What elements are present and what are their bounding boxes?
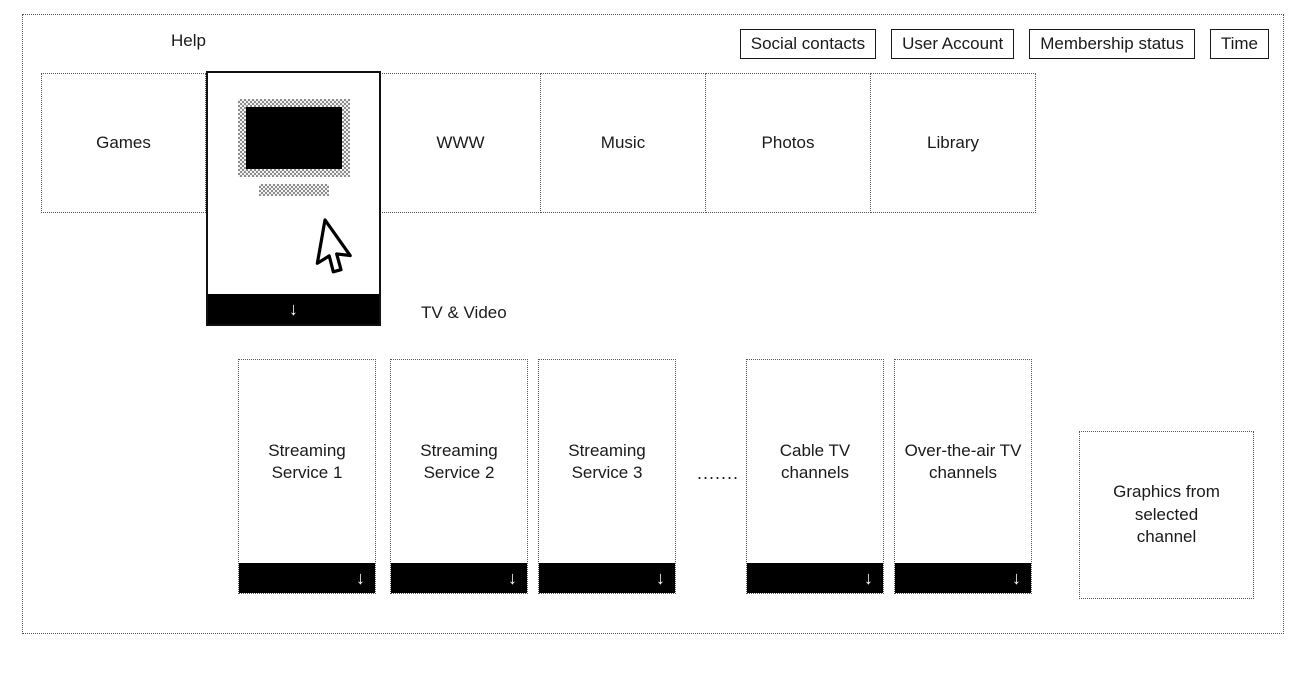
down-arrow-icon: ↓ <box>864 567 873 588</box>
expand-bar[interactable]: ↓ <box>391 563 527 593</box>
channels-ellipsis: ....... <box>696 463 739 483</box>
help-label[interactable]: Help <box>171 31 206 50</box>
expand-bar[interactable]: ↓ <box>895 563 1031 593</box>
status-bar: Social contacts User Account Membership … <box>739 29 1269 59</box>
channel-label: Cable TV channels <box>779 441 851 482</box>
channel-item-cable-tv[interactable]: Cable TV channels ↓ <box>746 359 884 594</box>
channel-item-streaming-service-2[interactable]: Streaming Service 2 ↓ <box>390 359 528 594</box>
expand-bar[interactable]: ↓ <box>539 563 675 593</box>
down-arrow-icon: ↓ <box>656 567 665 588</box>
membership-status-button[interactable]: Membership status <box>1029 29 1195 59</box>
channel-label: Streaming Service 3 <box>568 441 646 482</box>
wireframe-canvas: Help Social contacts User Account Member… <box>22 14 1284 634</box>
channel-item-over-the-air-tv[interactable]: Over-the-air TV channels ↓ <box>894 359 1032 594</box>
channel-label: Over-the-air TV channels <box>904 441 1022 482</box>
menu-item-label: Library <box>927 133 979 152</box>
menu-item-library[interactable]: Library <box>870 73 1036 213</box>
down-arrow-icon: ↓ <box>289 298 298 319</box>
channel-item-streaming-service-1[interactable]: Streaming Service 1 ↓ <box>238 359 376 594</box>
monitor-frame <box>237 99 350 177</box>
menu-item-www[interactable]: WWW <box>380 73 541 213</box>
channel-item-streaming-service-3[interactable]: Streaming Service 3 ↓ <box>538 359 676 594</box>
menu-item-label: WWW <box>436 133 485 152</box>
expand-bar[interactable]: ↓ <box>239 563 375 593</box>
expand-bar[interactable]: ↓ <box>747 563 883 593</box>
menu-item-label: Photos <box>761 133 815 152</box>
channel-label: Streaming Service 2 <box>420 441 498 482</box>
down-arrow-icon: ↓ <box>1012 567 1021 588</box>
time-button[interactable]: Time <box>1209 29 1269 59</box>
menu-item-games[interactable]: Games <box>41 73 206 213</box>
down-arrow-icon: ↓ <box>508 567 517 588</box>
social-contacts-button[interactable]: Social contacts <box>739 29 877 59</box>
menu-item-label: Games <box>96 133 151 152</box>
menu-item-label: Music <box>600 133 646 152</box>
preview-label: Graphics from selected channel <box>1113 481 1220 547</box>
tv-monitor-icon <box>237 99 350 196</box>
tv-video-label: TV & Video <box>421 303 507 322</box>
channel-label: Streaming Service 1 <box>268 441 346 482</box>
channel-preview-box: Graphics from selected channel <box>1079 431 1254 599</box>
cursor-arrow-icon <box>305 215 363 283</box>
monitor-base <box>258 184 329 196</box>
menu-item-photos[interactable]: Photos <box>705 73 871 213</box>
down-arrow-icon: ↓ <box>356 567 365 588</box>
monitor-screen <box>245 107 342 169</box>
menu-item-tv-video[interactable]: ↓ <box>206 71 381 326</box>
expand-bar-tv-video[interactable]: ↓ <box>208 294 379 324</box>
menu-item-music[interactable]: Music <box>540 73 706 213</box>
user-account-button[interactable]: User Account <box>891 29 1015 59</box>
